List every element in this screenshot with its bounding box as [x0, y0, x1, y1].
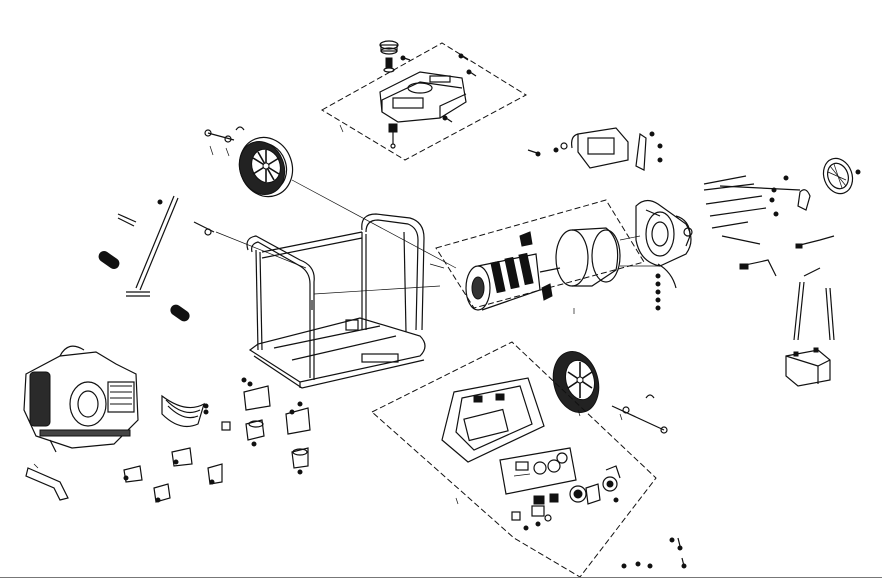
- alternator-group-boundary: [435, 199, 645, 309]
- fuel-tank: [379, 71, 467, 123]
- brush-holder: [519, 231, 533, 247]
- end-housing: [635, 199, 692, 289]
- outlet-right: [602, 465, 621, 503]
- cover-clip: [797, 189, 811, 211]
- wheel-bottom-axle-parts: [577, 394, 668, 434]
- control-panel-frame: [441, 377, 545, 463]
- leader-lines: [313, 235, 660, 295]
- rotor: [465, 252, 561, 311]
- alternator-group: [435, 199, 645, 314]
- grip-right: [170, 304, 190, 322]
- control-box-cover: [571, 127, 629, 169]
- control-bracket: [635, 131, 663, 171]
- outlet-left: [569, 483, 601, 505]
- fuel-tank-group-boundary: [321, 42, 527, 161]
- stator: [555, 227, 621, 287]
- battery-straps: [793, 267, 835, 341]
- engine: [23, 345, 139, 453]
- muffler-shield: [161, 394, 209, 427]
- rear-cover-bracket: [675, 215, 693, 247]
- fuel-cap: [379, 40, 399, 73]
- wheel-leader-line: [291, 179, 457, 269]
- control-panel-group: [371, 341, 657, 578]
- fuel-valve: [388, 123, 398, 149]
- fuel-tank-bolts: [400, 53, 477, 123]
- wheel-top: [238, 136, 294, 198]
- control-box-screws: [527, 142, 568, 157]
- wheel-bottom: [552, 351, 600, 413]
- handle-bolts: [193, 221, 215, 236]
- battery: [785, 347, 831, 387]
- fuel-tank-group: [321, 40, 527, 161]
- end-housing-bolts: [655, 273, 661, 311]
- bottom-rule: [0, 577, 882, 578]
- wiring-harness: [739, 235, 835, 277]
- frame: [246, 213, 426, 389]
- loose-screws: [621, 537, 687, 569]
- fan-cover: [822, 157, 854, 195]
- brush: [541, 283, 553, 301]
- exhaust-bracket: [25, 463, 69, 501]
- through-bolts: [703, 175, 801, 245]
- switches: [511, 493, 559, 531]
- grip-left: [98, 251, 120, 269]
- small-bolts-right: [773, 169, 861, 217]
- handle-leader-line: [215, 231, 307, 269]
- control-panel-group-boundary: [371, 341, 657, 578]
- control-panel-faceplate: [499, 447, 577, 495]
- wheel-top-axle-parts: [204, 126, 245, 157]
- engine-mounts: [123, 377, 311, 503]
- handle-bar-assembly: [117, 195, 179, 297]
